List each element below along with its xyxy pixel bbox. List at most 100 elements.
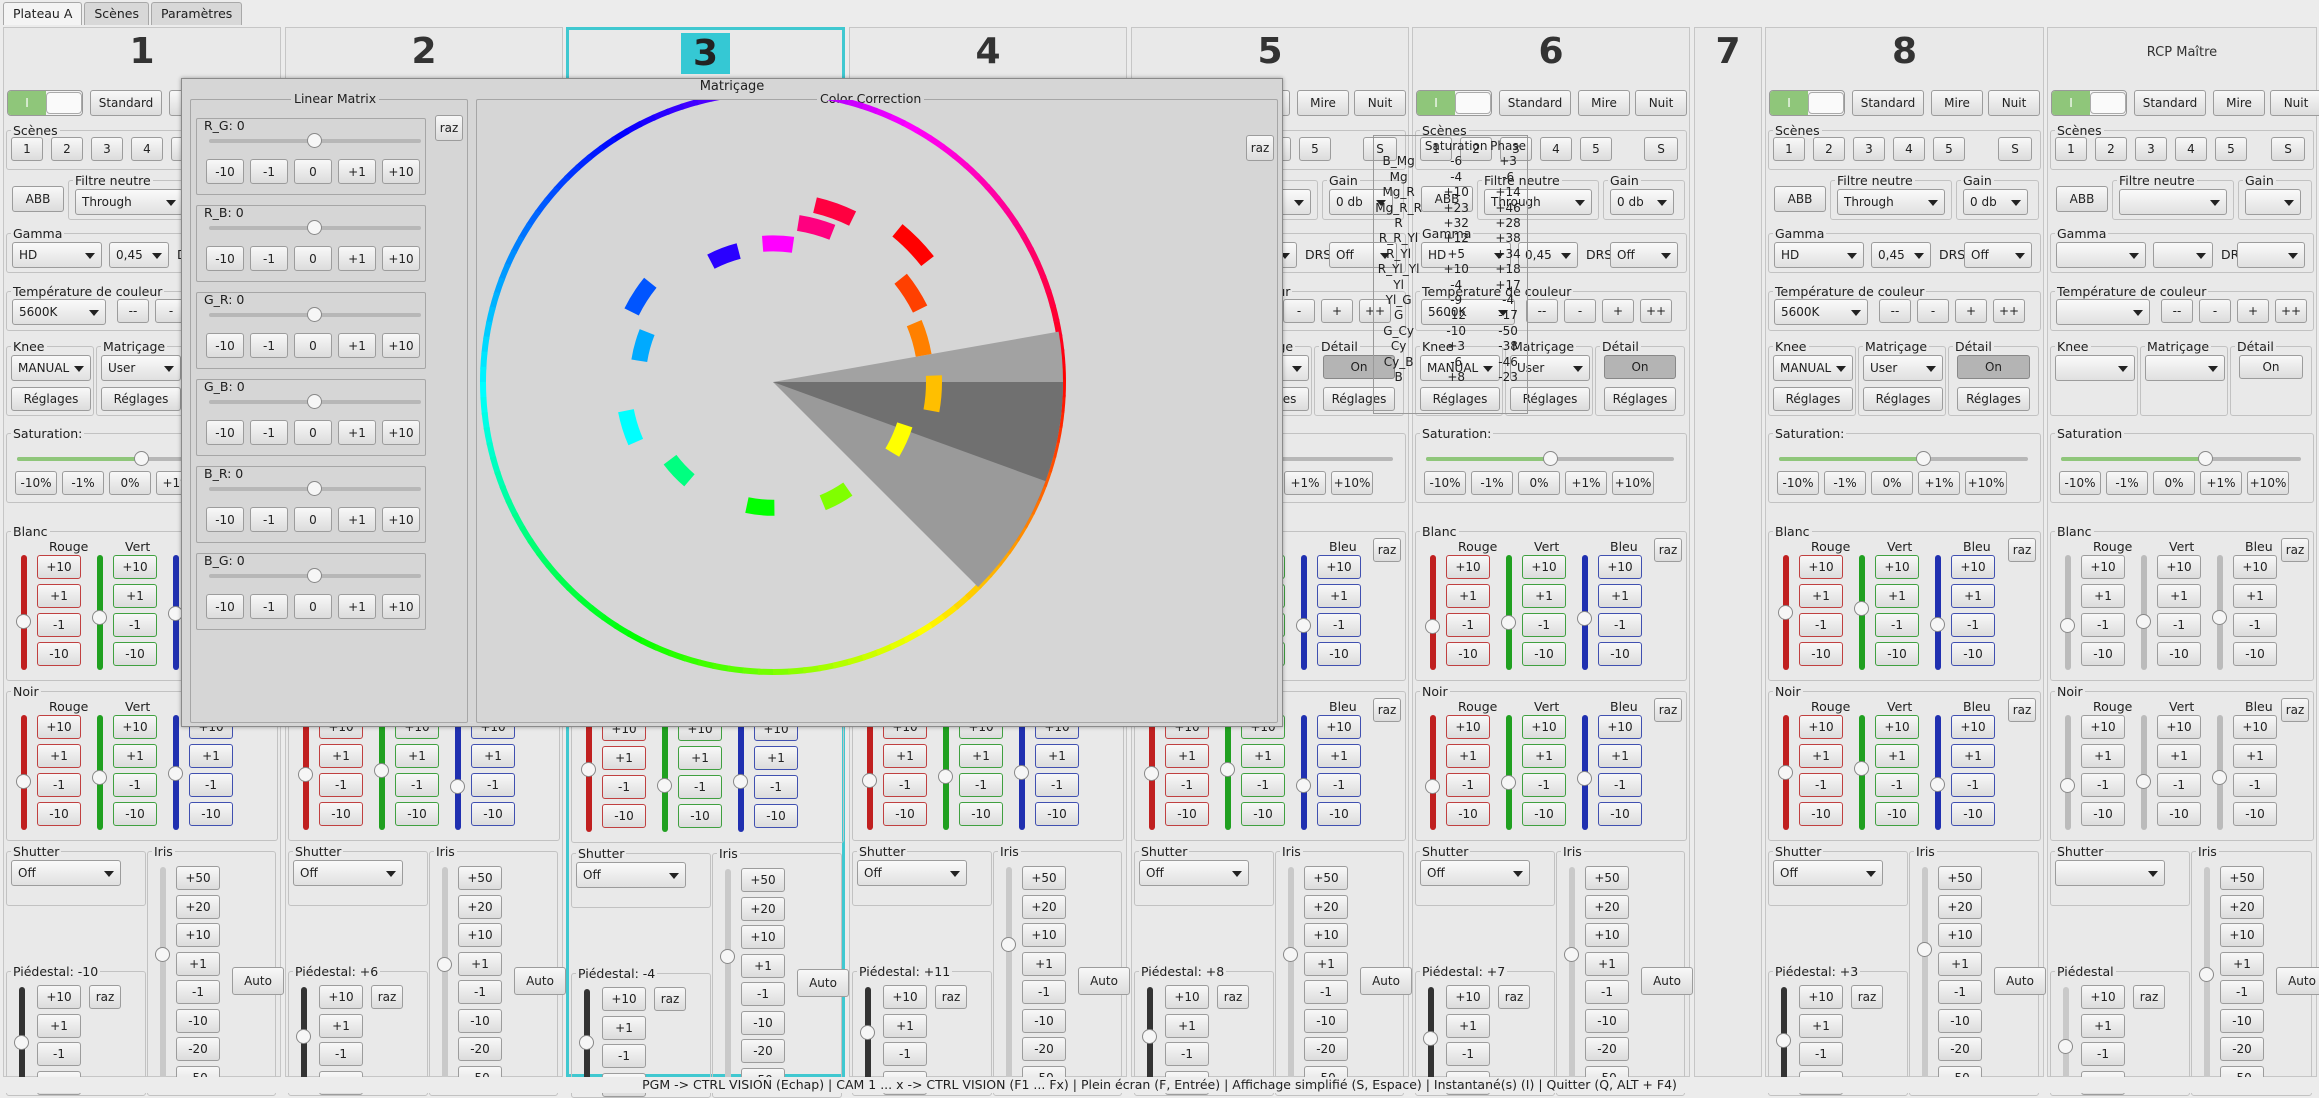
noir-vert-button-2[interactable]: -1 [959,773,1003,797]
iris-knob[interactable] [155,947,170,962]
pedestal-button-2[interactable]: -1 [1446,1042,1490,1066]
detail-on-button[interactable]: On [1604,355,1676,379]
noir-raz-button[interactable]: raz [1373,698,1401,722]
iris-button-6[interactable]: -20 [1022,1037,1066,1061]
lm-button-0[interactable]: -10 [206,333,244,358]
saturation-button-1[interactable]: -1% [62,471,104,495]
noir-vert-button-1[interactable]: +1 [395,744,439,768]
blanc-rouge-button-1[interactable]: +1 [2081,584,2125,608]
lm-button-1[interactable]: -1 [250,507,288,532]
blanc-vert-button-3[interactable]: -10 [1522,642,1566,666]
noir-rouge-button-3[interactable]: -10 [1799,802,1843,826]
temp-button-3[interactable]: ++ [1359,299,1391,323]
nuit-button[interactable]: Nuit [1988,90,2040,116]
color-wheel[interactable] [477,100,1279,724]
noir-bleu-knob[interactable] [1296,778,1311,793]
iris-button-0[interactable]: +50 [1304,866,1348,890]
saturation-button-0[interactable]: -10% [2059,471,2101,495]
pedestal-slider[interactable] [296,987,311,1091]
blanc-vert-button-3[interactable]: -10 [2157,642,2201,666]
lm-button-0[interactable]: -10 [206,420,244,445]
matricage-reglages-button[interactable]: Réglages [101,387,181,411]
noir-rouge-button-2[interactable]: -1 [1165,773,1209,797]
blanc-bleu-button-0[interactable]: +10 [1317,555,1361,579]
detail-on-button[interactable]: On [2239,355,2303,379]
pedestal-slider[interactable] [860,987,875,1091]
iris-button-1[interactable]: +20 [1938,894,1982,919]
iris-auto-button[interactable]: Auto [797,969,849,997]
blanc-bleu-knob[interactable] [1577,611,1592,626]
noir-rouge-button-0[interactable]: +10 [37,715,81,739]
iris-button-6[interactable]: -20 [458,1037,502,1061]
saturation-button-1[interactable]: -1% [1471,471,1513,495]
noir-rouge-slider[interactable] [2060,715,2075,830]
lm-button-0[interactable]: -10 [206,594,244,619]
blanc-vert-button-0[interactable]: +10 [1875,555,1919,579]
correction-segment[interactable] [796,215,836,240]
lm-button-0[interactable]: -10 [206,159,244,184]
lm-button-3[interactable]: +1 [338,420,376,445]
noir-bleu-button-3[interactable]: -10 [1598,802,1642,826]
iris-button-5[interactable]: -10 [1022,1008,1066,1033]
blanc-rouge-slider[interactable] [2060,555,2075,670]
pedestal-button-0[interactable]: +10 [319,985,363,1009]
iris-button-3[interactable]: +1 [2220,951,2264,976]
blanc-rouge-button-0[interactable]: +10 [1446,555,1490,579]
blanc-vert-slider[interactable] [2136,555,2151,670]
noir-bleu-knob[interactable] [1577,771,1592,786]
scene-s-button[interactable]: S [1644,137,1678,161]
scene-s-button[interactable]: S [2271,137,2305,161]
noir-rouge-button-3[interactable]: -10 [883,802,927,826]
pedestal-knob[interactable] [14,1035,29,1050]
noir-rouge-slider[interactable] [1144,715,1159,830]
blanc-bleu-button-1[interactable]: +1 [1598,584,1642,608]
lm-slider-knob[interactable] [307,133,322,148]
pedestal-knob[interactable] [860,1025,875,1040]
pedestal-raz-button[interactable]: raz [1498,985,1530,1009]
iris-auto-button[interactable]: Auto [1994,967,2046,995]
blanc-bleu-knob[interactable] [2212,610,2227,625]
blanc-rouge-knob[interactable] [2060,618,2075,633]
iris-button-4[interactable]: -1 [741,982,785,1006]
pedestal-raz-button[interactable]: raz [654,987,686,1011]
blanc-vert-button-3[interactable]: -10 [113,642,157,666]
blanc-vert-knob[interactable] [92,610,107,625]
noir-vert-button-3[interactable]: -10 [959,802,1003,826]
iris-button-2[interactable]: +10 [741,925,785,949]
scene-button-4[interactable]: 4 [1893,137,1925,161]
noir-rouge-button-2[interactable]: -1 [37,773,81,797]
noir-vert-button-0[interactable]: +10 [1875,715,1919,739]
noir-vert-button-0[interactable]: +10 [1522,715,1566,739]
gain-select[interactable]: 0 db [1329,189,1393,215]
iris-button-0[interactable]: +50 [1938,866,1982,890]
pedestal-button-1[interactable]: +1 [1799,1013,1843,1038]
lm-slider-knob[interactable] [307,307,322,322]
saturation-button-2[interactable]: 0% [1871,471,1913,495]
blanc-bleu-button-2[interactable]: -1 [1951,613,1995,637]
blanc-vert-knob[interactable] [1854,601,1869,616]
saturation-slider[interactable] [1779,451,2028,466]
shutter-select[interactable] [2055,860,2165,886]
saturation-button-2[interactable]: 0% [1518,471,1560,495]
blanc-vert-button-0[interactable]: +10 [113,555,157,579]
noir-rouge-button-2[interactable]: -1 [1446,773,1490,797]
correction-segment[interactable] [707,243,741,269]
pedestal-button-0[interactable]: +10 [37,985,81,1009]
matricage-select[interactable]: User [1510,355,1590,381]
noir-bleu-button-1[interactable]: +1 [754,746,798,770]
noir-rouge-slider[interactable] [298,715,313,830]
blanc-bleu-knob[interactable] [1296,618,1311,633]
noir-rouge-button-2[interactable]: -1 [883,773,927,797]
saturation-knob[interactable] [1916,451,1932,466]
knee-reglages-button[interactable]: Réglages [1773,387,1853,411]
saturation-button-3[interactable]: +1% [1565,471,1607,495]
blanc-bleu-button-0[interactable]: +10 [1598,555,1642,579]
drs-select[interactable]: Off [1329,242,1397,268]
blanc-rouge-slider[interactable] [16,555,31,670]
iris-button-3[interactable]: +1 [1022,951,1066,976]
detail-on-button[interactable]: On [1957,355,2030,379]
pedestal-button-0[interactable]: +10 [1165,985,1209,1009]
saturation-button-1[interactable]: -1% [1824,471,1866,495]
iris-auto-button[interactable]: Auto [1641,967,1693,995]
lm-slider[interactable] [209,568,421,583]
